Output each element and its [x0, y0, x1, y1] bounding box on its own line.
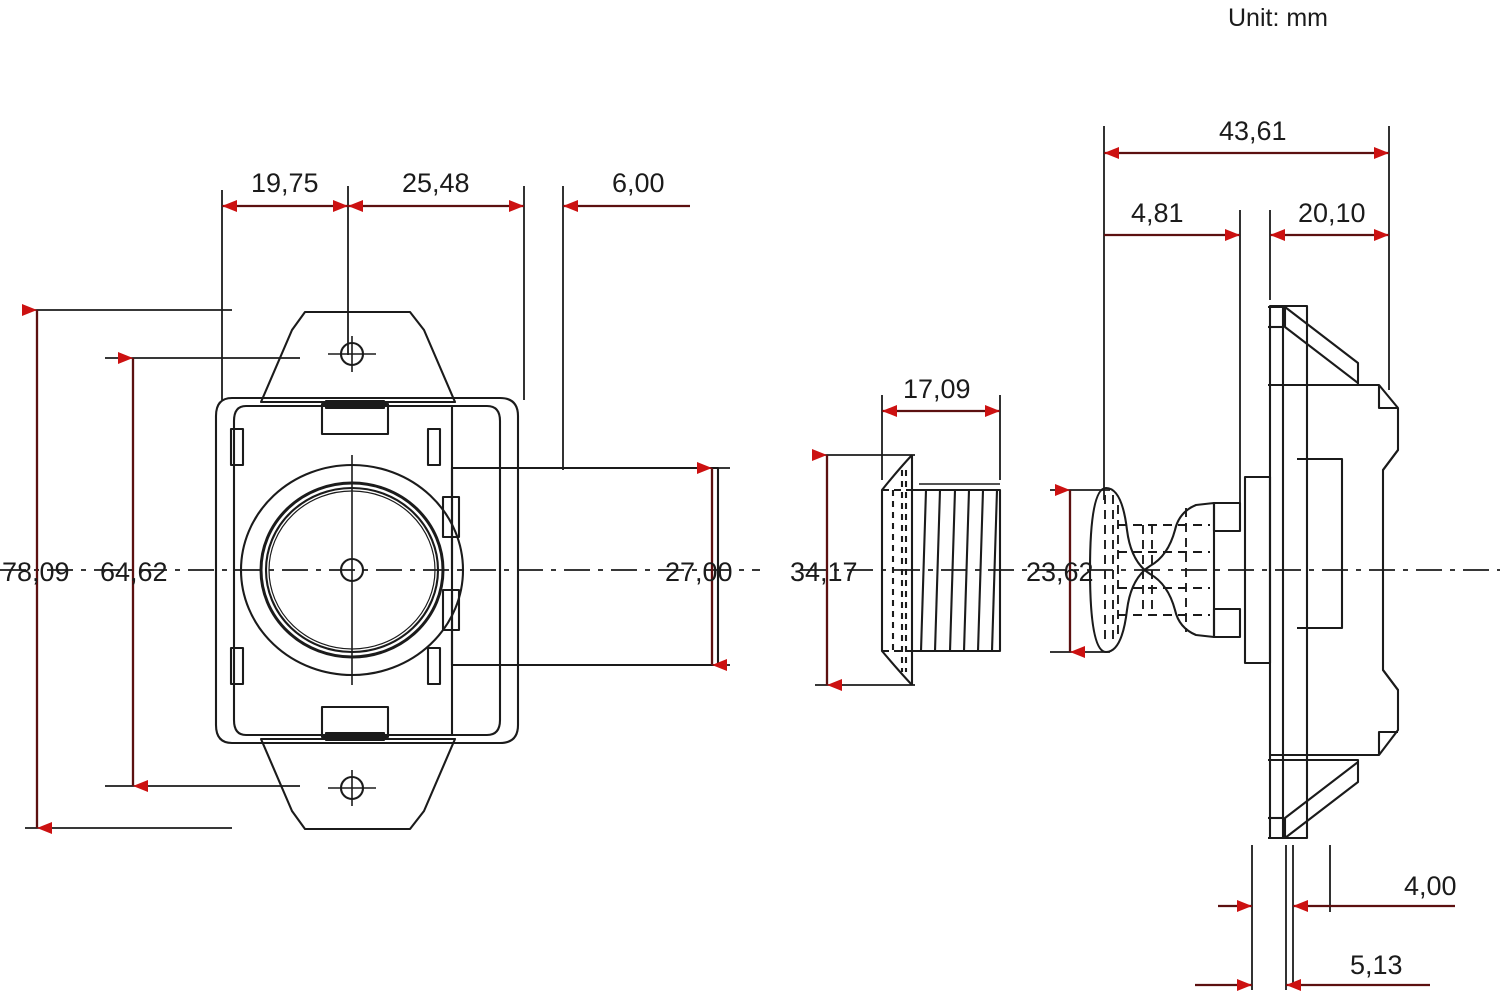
label-5-13: 5,13: [1350, 950, 1403, 980]
label-4-81: 4,81: [1131, 198, 1184, 228]
body-plate-2: [1283, 304, 1309, 840]
notch-right-top: [426, 427, 442, 467]
label-78-09: 78,09: [2, 557, 70, 587]
notch-left-bottom: [229, 646, 245, 686]
notch-right-bottom: [426, 646, 442, 686]
cam-arm-bottom: [1268, 758, 1360, 840]
latch-tab-top: [324, 399, 386, 410]
label-4-00: 4,00: [1404, 871, 1457, 901]
body-chamfer-bottom: [1377, 730, 1398, 755]
latch-tab-bottom: [324, 731, 386, 742]
notch-collar-top: [441, 495, 461, 539]
label-20-10: 20,10: [1298, 198, 1366, 228]
body-notch-top: [1382, 449, 1399, 471]
cam-arm-bottom-edge: [1283, 761, 1359, 838]
retainer-pin-top: [1212, 501, 1242, 533]
label-6-00: 6,00: [612, 168, 665, 198]
label-23-62: 23,62: [1026, 557, 1094, 587]
notch-collar-bottom: [441, 588, 461, 632]
faceplate-inner: [232, 404, 502, 737]
label-43-61: 43,61: [1219, 116, 1287, 146]
label-27-00: 27,00: [665, 557, 733, 587]
cam-arm-top-edge: [1283, 307, 1359, 384]
extension-lines: [25, 126, 1390, 990]
retainer-pin-bottom: [1212, 607, 1242, 639]
label-34-17: 34,17: [790, 557, 858, 587]
label-64-62: 64,62: [100, 557, 168, 587]
body-chamfer-top: [1377, 385, 1398, 410]
thread-ridge-5: [976, 489, 985, 652]
dimension-lines: [22, 147, 1455, 991]
label-17-09: 17,09: [903, 374, 971, 404]
label-19-75: 19,75: [251, 168, 319, 198]
mounting-ear-bottom: [259, 737, 457, 831]
mounting-ear-top: [259, 310, 457, 404]
label-25-48: 25,48: [402, 168, 470, 198]
faceplate-outer: [214, 396, 520, 745]
bushing-view: [880, 454, 1002, 686]
thread-ridge-1: [919, 489, 928, 652]
thread-ridge-2: [933, 489, 942, 652]
unit-note: Unit: mm: [1228, 4, 1328, 32]
side-view: [1088, 304, 1400, 840]
notch-left-top: [229, 427, 245, 467]
latch-slot-bottom: [320, 705, 390, 739]
latch-slot-top: [320, 402, 390, 436]
body-notch-bottom: [1382, 669, 1399, 691]
